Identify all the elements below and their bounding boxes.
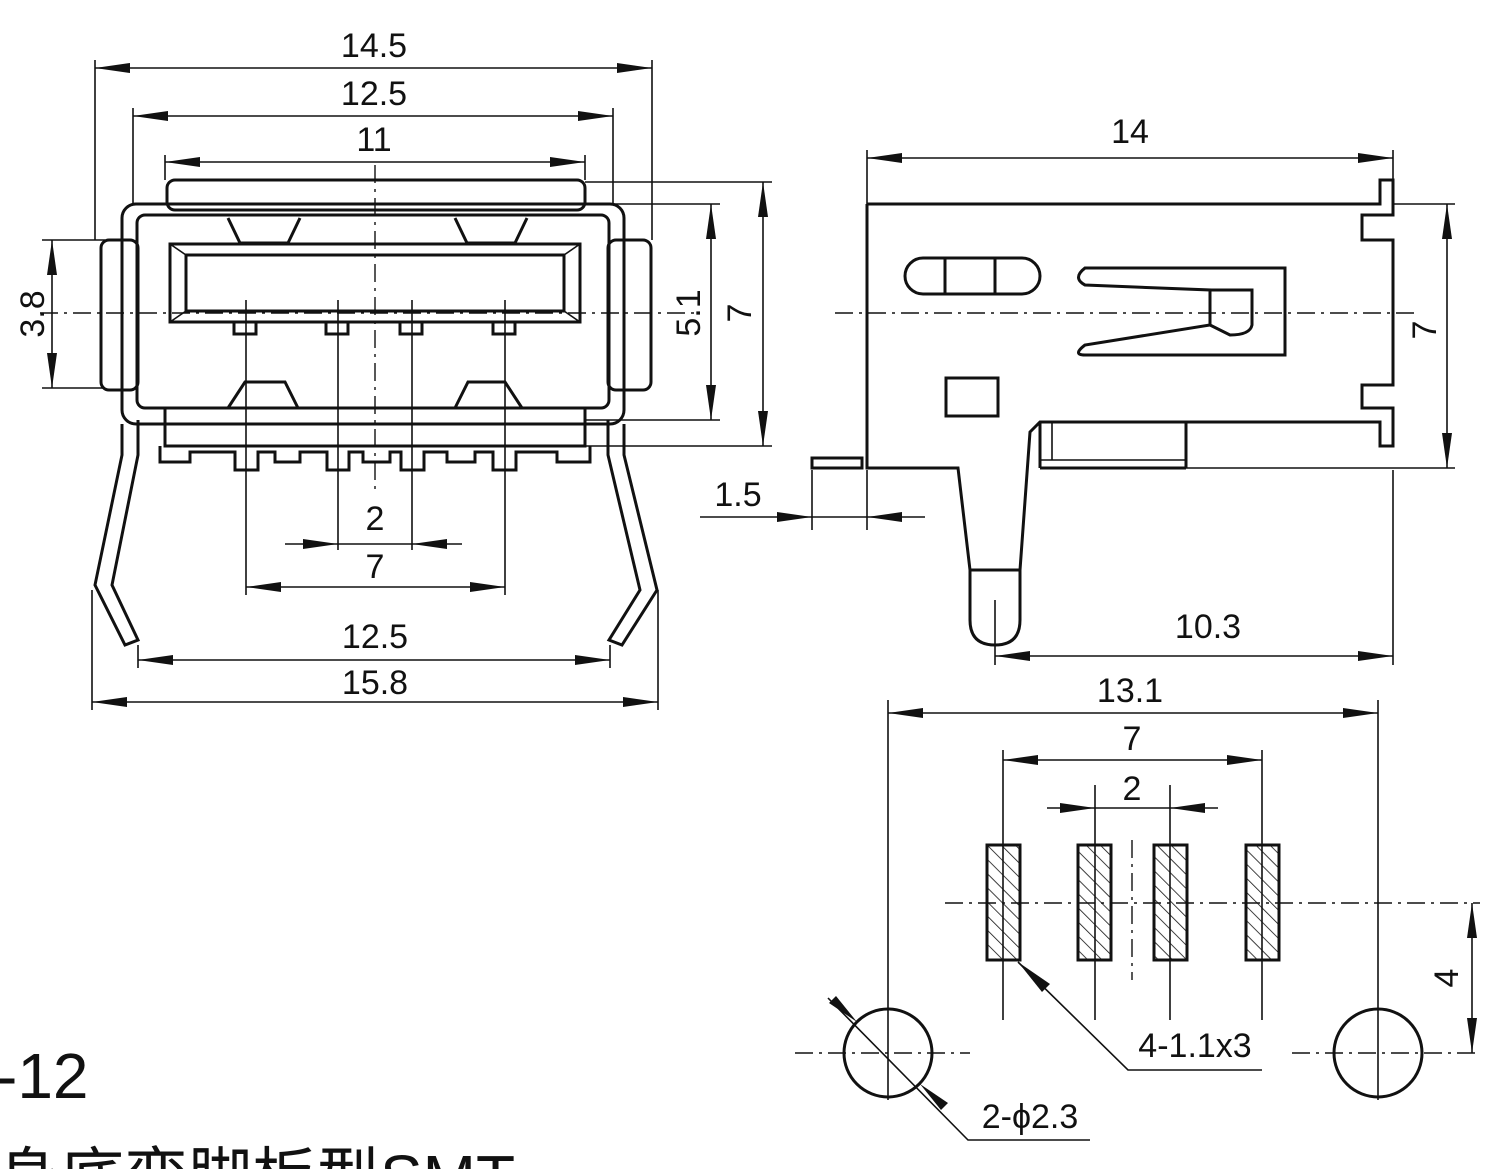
dim-total-height: 7 [721,182,768,446]
dim-height-small: 3.8 [14,240,57,388]
dim-leg-inner: 12.5 [138,618,610,665]
dim-pin-span: 7 [246,548,505,592]
dim-side-height-label: 7 [1406,321,1444,340]
top-tab [165,178,587,212]
dim-peg-distance: 10.3 [995,608,1393,661]
dim-hole-span-label: 13.1 [1097,672,1163,710]
dim-opening-height-label: 5.1 [670,289,708,336]
dim-side-offset: 1.5 [700,476,925,522]
side-window [944,376,1000,418]
hole-note-label: 2-ϕ2.3 [982,1098,1079,1136]
dim-pin-pitch-label: 2 [366,500,385,538]
outer-shell [120,202,626,426]
dim-overall-width: 14.5 [95,27,652,73]
dim-row-offset: 4 [1428,903,1477,1053]
dim-opening-width: 11 [165,121,585,167]
hole-note-leader: 2-ϕ2.3 [827,996,1090,1141]
dim-shell-width: 12.5 [133,75,613,121]
contacts-front [232,320,517,336]
dim-shell-width-label: 12.5 [341,75,407,113]
pad-note-leader: 4-1.1x3 [1017,961,1262,1071]
dim-side-height: 7 [1406,204,1452,468]
dim-hole-span: 13.1 [888,672,1378,718]
spring-tab [1077,266,1287,357]
dim-leg-outer-label: 15.8 [342,664,408,702]
mounting-hole-right [1332,1007,1424,1099]
dim-total-height-label: 7 [721,304,759,323]
mounting-hole-left [842,1007,934,1099]
dim-opening-width-label: 11 [356,121,391,159]
dim-pad-pitch: 2 [1047,770,1218,813]
footprint-view: 13.1 7 2 [795,672,1480,1141]
dim-height-small-label: 3.8 [14,290,52,337]
side-slot [903,256,1042,296]
dim-leg-inner-label: 12.5 [342,618,408,656]
dim-pad-pitch-label: 2 [1123,770,1142,808]
dim-pad-span-label: 7 [1123,720,1142,758]
dim-leg-outer: 15.8 [92,664,658,707]
left-flange [99,238,140,392]
front-view: 14.5 12.5 11 [14,27,772,710]
dim-overall-width-label: 14.5 [341,27,407,65]
part-number-fragment: -12 [0,1040,89,1112]
spring-tab-inner [1209,288,1254,337]
smt-lead [810,456,864,470]
dim-side-offset-label: 1.5 [714,476,761,514]
right-flange [606,238,653,392]
pad-note-label: 4-1.1x3 [1138,1027,1251,1065]
dim-pin-span-label: 7 [366,548,385,586]
dim-peg-distance-label: 10.3 [1175,608,1241,646]
dim-pin-pitch: 2 [285,500,462,549]
dim-opening-height: 5.1 [670,204,716,420]
side-view: 14 7 [700,113,1455,665]
dim-side-length: 14 [867,113,1393,163]
caption-fragment: 身底弯脚板型SMT [0,1142,515,1169]
dim-pad-span: 7 [1003,720,1262,765]
dim-row-offset-label: 4 [1428,969,1466,988]
dim-side-length-label: 14 [1111,113,1149,151]
